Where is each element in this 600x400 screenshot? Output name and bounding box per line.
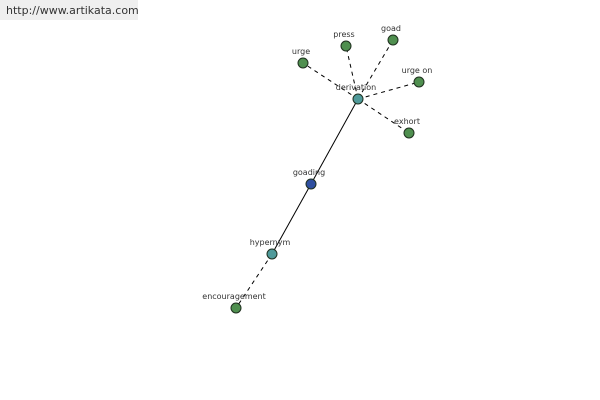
node-marker-urge[interactable] xyxy=(297,57,309,69)
node-label-hypernym: hypernym xyxy=(250,238,291,247)
node-label-press: press xyxy=(333,30,354,39)
node-label-urge-on: urge on xyxy=(402,66,433,75)
node-marker-urge-on[interactable] xyxy=(413,76,425,88)
graph-edges xyxy=(235,39,420,309)
node-marker-hypernym[interactable] xyxy=(266,248,278,260)
node-marker-exhort[interactable] xyxy=(403,127,415,139)
node-marker-press[interactable] xyxy=(340,40,352,52)
node-label-goading: goading xyxy=(293,168,325,177)
graph-node-urge-on[interactable]: urge on xyxy=(402,66,433,88)
node-label-exhort: exhort xyxy=(394,117,420,126)
graph-node-goad[interactable]: goad xyxy=(381,24,401,46)
node-label-goad: goad xyxy=(381,24,401,33)
node-label-urge: urge xyxy=(292,47,310,56)
node-marker-goading[interactable] xyxy=(305,178,317,190)
edge-goading-derivation xyxy=(310,98,359,185)
graph-node-urge[interactable]: urge xyxy=(292,47,310,69)
node-label-encouragement: encouragement xyxy=(202,292,265,301)
graph-node-hypernym[interactable]: hypernym xyxy=(250,238,291,260)
edge-hypernym-encouragement xyxy=(235,253,273,309)
graph-node-goading[interactable]: goading xyxy=(293,168,325,190)
graph-node-derivation[interactable]: derivation xyxy=(336,83,376,105)
graph-node-encouragement[interactable]: encouragement xyxy=(202,292,266,314)
graph-node-exhort[interactable]: exhort xyxy=(394,117,420,139)
node-label-derivation: derivation xyxy=(336,83,376,92)
edge-derivation-exhort xyxy=(357,98,410,134)
edge-derivation-goad xyxy=(357,39,394,100)
edge-derivation-urge-on xyxy=(357,81,420,100)
node-marker-derivation[interactable] xyxy=(352,93,364,105)
edge-derivation-press xyxy=(345,45,359,100)
edge-goading-hypernym xyxy=(271,183,312,255)
graph-node-press[interactable]: press xyxy=(333,30,355,52)
node-marker-encouragement[interactable] xyxy=(230,302,242,314)
source-url-link[interactable]: http://www.artikata.com xyxy=(0,0,139,20)
edge-derivation-urge xyxy=(302,62,359,100)
node-marker-goad[interactable] xyxy=(387,34,399,46)
graph-nodes: goading derivation hypernym urge press goad ur… xyxy=(202,24,433,314)
